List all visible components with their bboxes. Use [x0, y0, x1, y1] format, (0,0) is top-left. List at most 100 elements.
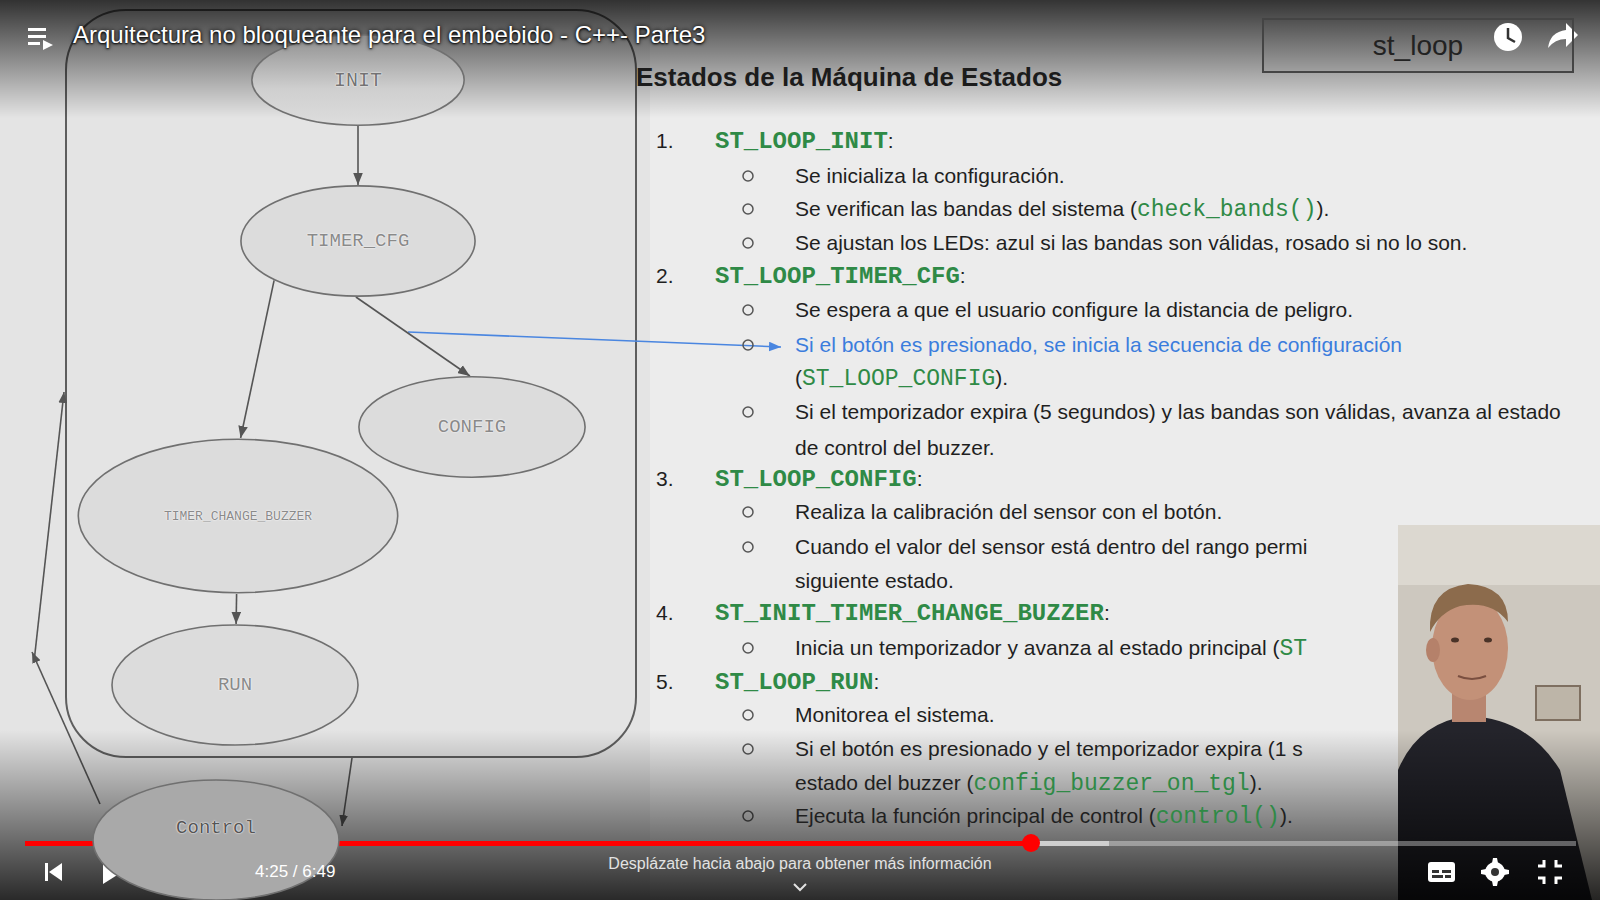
text-row: Si el botón es presionado y el temporiza…	[795, 732, 1303, 766]
webcam-overlay-part	[1458, 676, 1486, 679]
state-ellipse: RUN	[111, 624, 359, 746]
player-controls-part	[794, 884, 806, 890]
text-row: Inicia un temporizador y avanza al estad…	[795, 631, 1307, 665]
text-row: ST_LOOP_RUN:	[715, 665, 879, 699]
bullet-text: Se espera a que el usuario configure la …	[795, 293, 1353, 327]
bullet-text: Si el temporizador expira (5 segundos) y…	[795, 400, 1561, 459]
text-row: ST_INIT_TIMER_CHANGE_BUZZER:	[715, 596, 1110, 630]
clock-icon-part	[1508, 28, 1515, 42]
node-text-stack: TIMER_CFG	[307, 230, 410, 252]
state-constant: ST_LOOP_TIMER_CFG	[715, 260, 960, 294]
bullet-text: Se ajustan los LEDs: azul si las bandas …	[795, 226, 1467, 260]
player-controls-part	[1432, 875, 1443, 878]
bottom-shade-part	[0, 730, 1600, 900]
label-box: st_loop	[1262, 18, 1574, 73]
top-shade-part	[0, 0, 1600, 118]
scroll-hint: Desplázate hacia abajo para obtener más …	[0, 854, 1600, 874]
ellipse-shape	[252, 35, 464, 126]
text-row: Se ajustan los LEDs: azul si las bandas …	[795, 226, 1467, 260]
leader-arrow	[408, 332, 781, 347]
text-row: 4.	[656, 596, 674, 630]
player-controls-part	[45, 863, 48, 881]
state-cluster-part	[66, 10, 636, 757]
code-name: ST_LOOP_CONFIG	[802, 362, 995, 396]
ellipse-shape	[93, 780, 339, 900]
text-row: Cuando el valor del sensor está dentro d…	[795, 530, 1307, 564]
bullet-text: Cuando el valor del sensor está dentro d…	[795, 530, 1307, 564]
clock-icon	[1494, 23, 1522, 51]
list-number: 4.	[656, 596, 674, 630]
text-row: Se inicializa la configuración.	[795, 159, 1065, 193]
text-row: (ST_LOOP_CONFIG).	[795, 361, 1008, 395]
state-name: RUN	[218, 674, 252, 696]
bullet-circles-part	[743, 643, 753, 653]
video-title: Arquitectura no bloqueante para el embeb…	[73, 21, 705, 49]
list-number: 3.	[656, 462, 674, 496]
node-text-stack: st_loop	[1373, 30, 1463, 62]
player-controls-part	[49, 863, 62, 881]
code-name: ST	[1279, 632, 1307, 666]
player-controls-part	[1442, 870, 1451, 873]
bullet-circles-part	[743, 710, 753, 720]
playlist-icon	[28, 28, 53, 50]
text-row: Ejecuta la función principal de control …	[795, 799, 1293, 833]
code-name: control()	[1156, 800, 1280, 834]
bullet-text: Realiza la calibración del sensor con el…	[795, 495, 1222, 529]
text-row: 5.	[656, 665, 674, 699]
text-row: Si el temporizador expira (5 segundos) y…	[795, 395, 1585, 467]
webcam-overlay-part	[1398, 525, 1600, 585]
list-number: 2.	[656, 259, 674, 293]
top-shade	[0, 0, 1600, 118]
player-controls-part	[1445, 875, 1451, 878]
node-text-stack: Control	[176, 817, 256, 839]
text-row: Realiza la calibración del sensor con el…	[795, 495, 1222, 529]
state-ellipse: TIMER_CHANGE_BUZZER	[77, 438, 399, 594]
state-cluster	[66, 10, 636, 757]
node-text-stack: CONFIG	[438, 416, 506, 438]
bullet-circles-part	[743, 305, 753, 315]
state-ellipse: Control	[92, 779, 340, 900]
player-controls-part	[1428, 862, 1455, 882]
bullet-text: Si el botón es presionado y el temporiza…	[795, 732, 1303, 766]
bullet-circles-part	[743, 542, 753, 552]
player-controls-part	[1432, 870, 1439, 873]
state-name: Control	[176, 817, 256, 839]
state-name: TIMER_CHANGE_BUZZER	[164, 509, 312, 524]
playlist-icon-part	[28, 35, 46, 38]
text-row: Si el botón es presionado, se inicia la …	[795, 328, 1402, 362]
playlist-icon-part	[28, 28, 46, 31]
slide-heading: Estados de la Máquina de Estados	[636, 62, 1062, 93]
state-name: st_loop	[1373, 30, 1463, 62]
transition-arrow	[235, 594, 237, 624]
ellipse-outline	[92, 779, 340, 900]
text-row: ST_LOOP_INIT:	[715, 124, 894, 158]
leader-arrow-part	[408, 332, 781, 347]
text-row: 2.	[656, 259, 674, 293]
bullet-text: Se inicializa la configuración.	[795, 159, 1065, 193]
bullet-text: ).	[995, 361, 1008, 395]
state-name: INIT	[334, 69, 382, 92]
ellipse-shape	[241, 186, 475, 296]
progress-bar-part	[1022, 834, 1040, 852]
text-row: ST_LOOP_CONFIG:	[715, 462, 922, 496]
node-text-stack: TIMER_CHANGE_BUZZER	[164, 509, 312, 524]
text-row: estado del buzzer (config_buzzer_on_tgl)…	[795, 766, 1262, 800]
bullet-text: Se verifican las bandas del sistema (	[795, 192, 1137, 226]
bullet-circles-part	[743, 407, 753, 417]
bullet-text: Si el botón es presionado, se inicia la …	[795, 328, 1402, 362]
node-text-stack: RUN	[218, 674, 252, 696]
clock-icon-part	[1494, 23, 1522, 51]
bullet-text: ).	[1316, 192, 1329, 226]
bullet-circles-part	[743, 507, 753, 517]
bullet-circles-part	[743, 238, 753, 248]
bullet-text: Ejecuta la función principal de control …	[795, 799, 1156, 833]
webcam-overlay-part	[1451, 638, 1459, 643]
webcam-overlay-part	[1484, 638, 1492, 643]
bullet-text: ).	[1250, 766, 1263, 800]
text-row: Monitorea el sistema.	[795, 698, 995, 732]
webcam-overlay-part	[1430, 584, 1508, 632]
code-name: config_buzzer_on_tgl	[974, 767, 1250, 801]
ellipse-shape	[78, 439, 397, 593]
